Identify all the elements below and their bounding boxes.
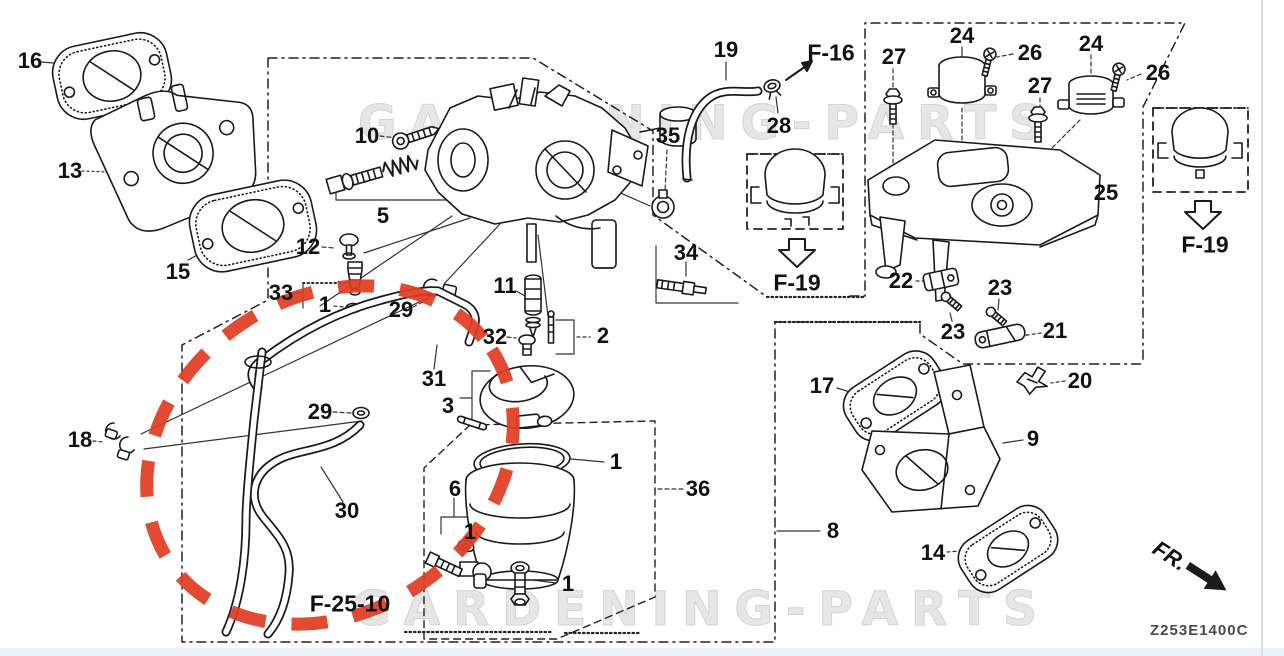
ref-label-F-19: F-19 xyxy=(1181,231,1229,258)
part-callout-3: 3 xyxy=(441,393,455,418)
part-callout-20: 20 xyxy=(1067,368,1093,393)
part-plate-25 xyxy=(867,139,1101,302)
part-callout-1: 1 xyxy=(609,449,623,474)
part-jet-32 xyxy=(518,334,536,356)
part-callout-17: 17 xyxy=(809,373,835,398)
part-callout-23: 23 xyxy=(987,275,1013,300)
diagram-code: Z253E1400C xyxy=(1150,622,1249,639)
part-clamp-28 xyxy=(763,79,782,100)
part-thermowax-24a xyxy=(927,56,997,104)
part-screw-23a xyxy=(940,291,963,312)
part-callout-29: 29 xyxy=(388,297,414,322)
part-callout-14: 14 xyxy=(920,540,946,565)
part-gasket-14 xyxy=(957,504,1059,594)
part-callout-6: 6 xyxy=(448,476,462,501)
part-float-pin xyxy=(456,415,488,431)
part-callout-28: 28 xyxy=(766,113,792,138)
part-clips-18 xyxy=(104,422,135,461)
part-clip-20 xyxy=(1016,366,1048,395)
part-callout-19: 19 xyxy=(713,37,739,62)
part-callout-25: 25 xyxy=(1093,180,1119,205)
part-callout-33: 33 xyxy=(268,280,294,305)
group-boundary-chamber-36 xyxy=(403,420,656,640)
part-gasket-17 xyxy=(842,350,948,442)
highlight-ellipse xyxy=(140,279,520,631)
part-gasket-15 xyxy=(188,179,318,273)
part-tube-30b xyxy=(221,347,272,637)
f16-arrow-icon xyxy=(785,60,813,81)
page-right-divider xyxy=(1261,0,1263,656)
part-limiter-12 xyxy=(339,233,359,260)
page-bottom-band xyxy=(0,648,1284,656)
part-callout-29: 29 xyxy=(307,399,333,424)
watermark-bottom: GARDENING-PARTS xyxy=(351,582,1051,638)
part-callout-11: 11 xyxy=(493,273,517,298)
part-callout-34: 34 xyxy=(673,240,699,265)
part-callout-1: 1 xyxy=(318,292,332,317)
part-breather-hose-19 xyxy=(681,86,763,183)
part-needle-jet-2 xyxy=(547,310,555,344)
ref-label-F-16: F-16 xyxy=(807,39,855,66)
part-callout-15: 15 xyxy=(165,259,191,284)
part-f19-right-preview xyxy=(1157,107,1243,179)
part-callout-32: 32 xyxy=(482,324,508,349)
part-callout-12: 12 xyxy=(295,234,321,259)
part-callout-30: 30 xyxy=(334,498,360,523)
part-pilot-screw-11 xyxy=(524,274,542,338)
part-callout-24: 24 xyxy=(1078,31,1104,56)
part-callout-1: 1 xyxy=(463,519,477,544)
fr-arrow-icon xyxy=(1185,562,1227,591)
part-screw-26b xyxy=(1110,62,1126,92)
part-f19-left-preview xyxy=(750,148,840,227)
part-callout-26: 26 xyxy=(1017,40,1043,65)
ref-label-F-19: F-19 xyxy=(773,269,821,296)
part-screw-26a xyxy=(981,47,997,77)
group-boundary-right xyxy=(849,22,1186,365)
part-lever-21 xyxy=(974,323,1026,349)
part-callout-5: 5 xyxy=(376,203,390,228)
part-callout-16: 16 xyxy=(17,48,43,73)
part-callout-24: 24 xyxy=(949,23,975,48)
part-clamp-35 xyxy=(651,189,675,219)
part-bracket-9 xyxy=(861,364,1001,513)
part-callout-27: 27 xyxy=(1027,73,1053,98)
part-callout-21: 21 xyxy=(1042,318,1068,343)
part-callout-31: 31 xyxy=(421,366,447,391)
part-drain-screw-6 xyxy=(424,551,463,578)
part-callout-27: 27 xyxy=(881,44,907,69)
part-callout-2: 2 xyxy=(596,323,610,348)
part-screw-23b xyxy=(985,306,1008,327)
part-callout-23: 23 xyxy=(940,319,966,344)
group-boundary-center xyxy=(181,57,1143,643)
part-fuel-chamber-36 xyxy=(459,462,576,590)
part-bolt-27b xyxy=(1028,106,1048,143)
part-callout-18: 18 xyxy=(67,427,93,452)
part-callout-26: 26 xyxy=(1145,60,1171,85)
part-callout-13: 13 xyxy=(57,158,83,183)
part-bolt-27a xyxy=(883,88,903,125)
part-clamp-29-mid xyxy=(352,406,370,420)
part-joint-34 xyxy=(655,279,707,296)
part-callout-10: 10 xyxy=(354,123,380,148)
f19-right-arrow-icon xyxy=(1184,200,1222,230)
part-screw-set-5 xyxy=(325,154,419,195)
ref-label-F-25-10: F-25-10 xyxy=(309,590,391,617)
part-callout-36: 36 xyxy=(685,476,711,501)
part-rocker-22 xyxy=(922,267,960,292)
part-callout-8: 8 xyxy=(826,518,840,543)
part-callout-22: 22 xyxy=(888,268,914,293)
f19-left-arrow-icon xyxy=(778,238,816,268)
part-carburetor-body xyxy=(424,77,697,269)
part-callout-35: 35 xyxy=(655,123,681,148)
part-fuel-hose-30 xyxy=(249,420,365,639)
part-callout-9: 9 xyxy=(1026,426,1040,451)
part-screw-10 xyxy=(391,125,440,150)
part-chamber-bolt-1 xyxy=(510,561,530,606)
part-callout-1: 1 xyxy=(561,571,575,596)
